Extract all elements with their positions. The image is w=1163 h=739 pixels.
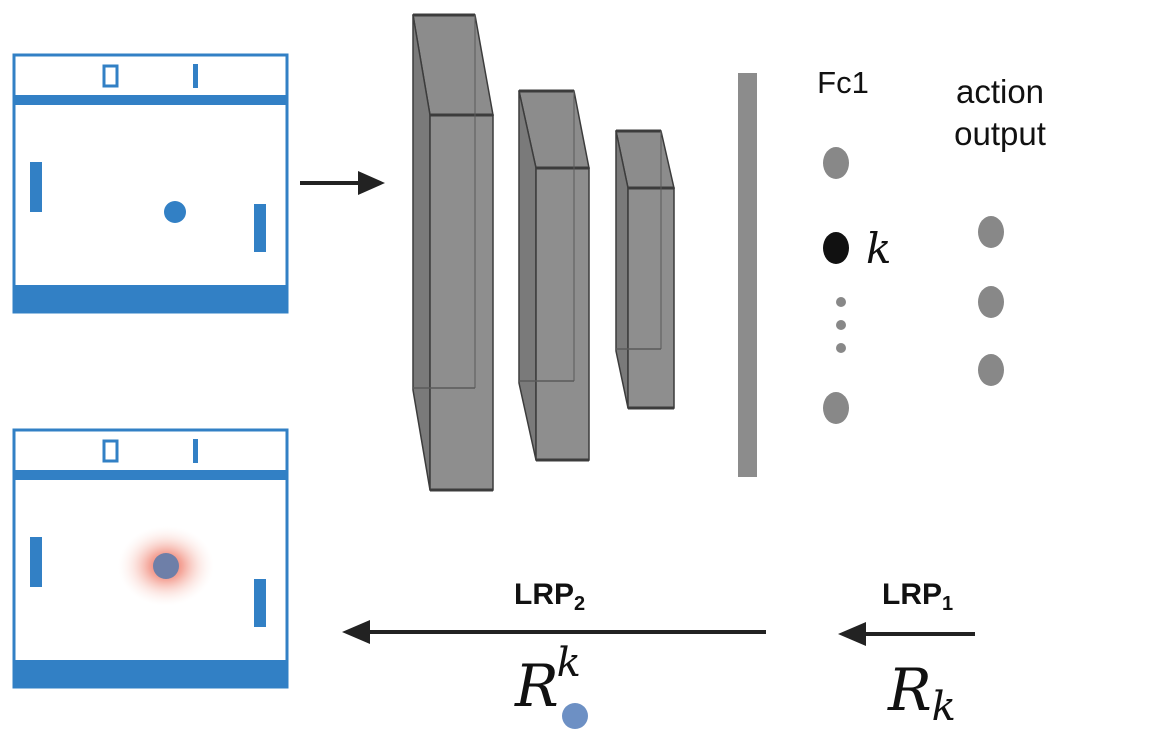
score-box-left [102,64,119,88]
paddle-left [30,162,42,212]
fc1-neuron-k [823,232,849,264]
score-bar-right [193,64,198,88]
fc1-neurons [823,147,849,424]
conv-layer-3 [615,129,675,410]
fc1-label: Fc1 [817,65,869,100]
lrp1-label: LRP1 [882,578,953,615]
conv-layer-2 [518,89,590,462]
fc1-neuron [823,147,849,179]
action-output-neurons [978,216,1004,386]
fc1-neuron [823,392,849,424]
pong-frame-icon [12,53,289,314]
ball [164,201,186,223]
paddle-right [254,579,266,627]
ellipsis-dot [836,320,846,330]
paddle-right [254,204,266,252]
input-arrow [300,171,385,195]
action-neuron [978,286,1004,318]
pong-relevance-frame-icon [12,428,289,689]
conv-layer-1 [412,13,494,492]
action-output-label-line1: action [956,73,1044,110]
ellipsis-dot [836,297,846,307]
action-output-label-line2: output [954,115,1046,152]
paddle-left [30,537,42,587]
ball-relevance [153,553,179,579]
ball-subscript-icon [562,703,588,729]
lrp2-label: LRP2 [514,578,585,615]
action-neuron [978,216,1004,248]
ellipsis-dot [836,343,846,353]
neuron-k-label: k [866,224,891,273]
action-neuron [978,354,1004,386]
score-bar-right [193,439,198,463]
relevance-rk-label: Rk [887,656,956,730]
flatten-layer [738,73,757,477]
relevance-rk-ball-label: Rk [514,640,581,720]
score-box-left [102,439,119,463]
lrp2-arrow [342,620,766,644]
lrp1-arrow [838,622,975,646]
